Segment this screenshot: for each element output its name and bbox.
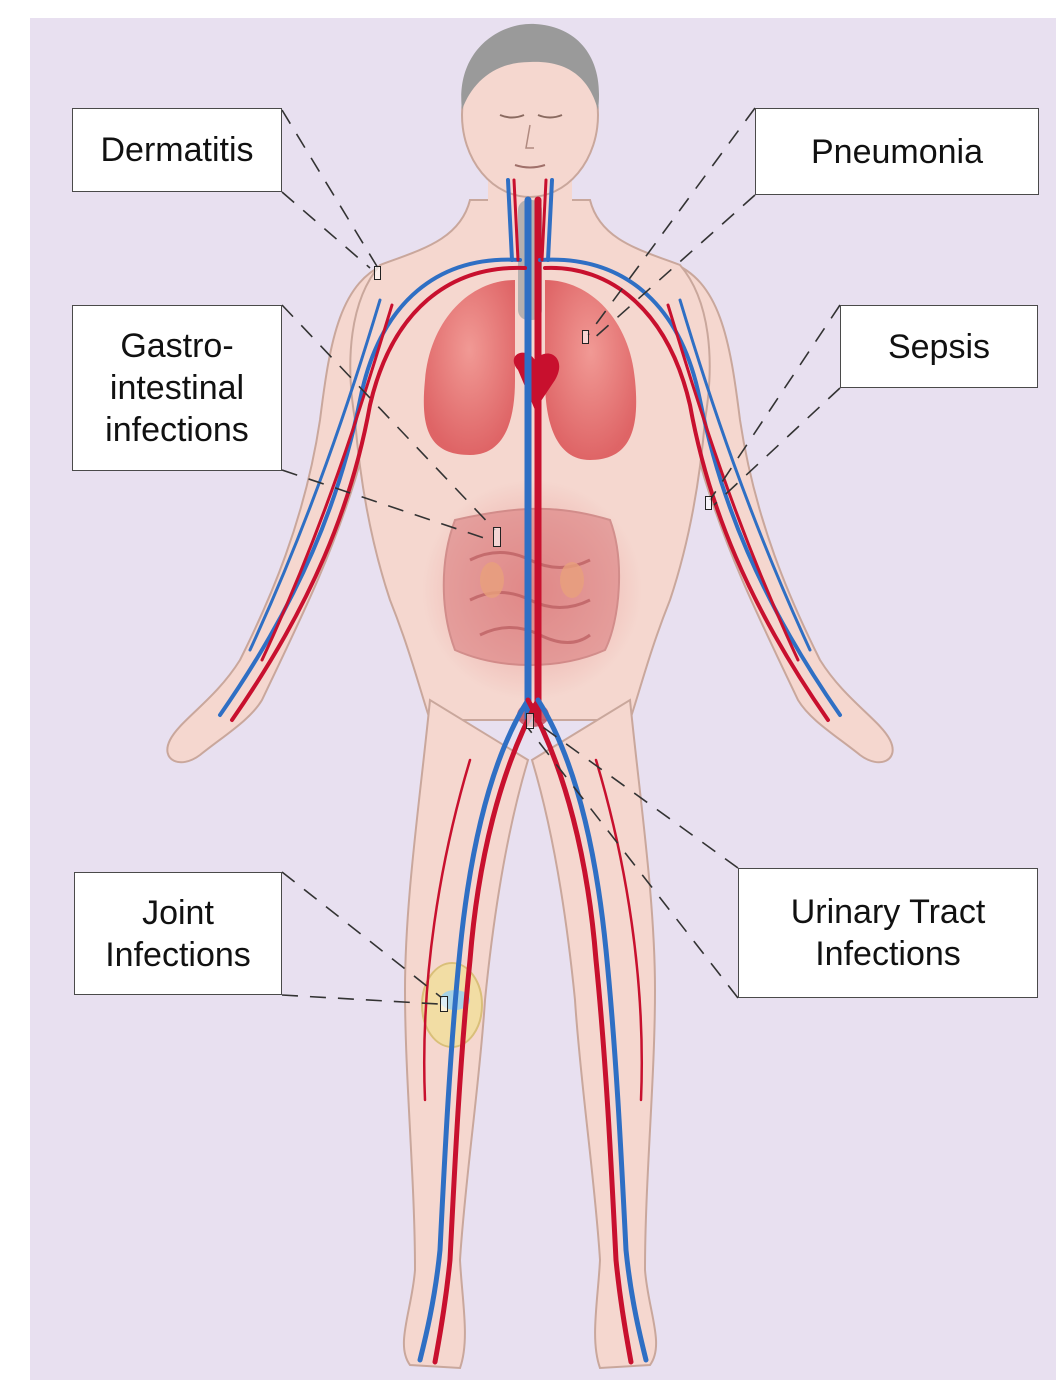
sepsis-text: Sepsis xyxy=(888,326,990,368)
joint-marker xyxy=(440,996,448,1012)
urinary-tract-label: Urinary Tract Infections xyxy=(738,868,1038,998)
sepsis-label: Sepsis xyxy=(840,305,1038,388)
gastrointestinal-label: Gastro- intestinal infections xyxy=(72,305,282,471)
sepsis-marker xyxy=(705,496,712,510)
joint-infections-label: Joint Infections xyxy=(74,872,282,995)
dermatitis-label: Dermatitis xyxy=(72,108,282,192)
pneumonia-text: Pneumonia xyxy=(811,131,983,173)
urinary-marker xyxy=(526,713,534,729)
gastrointestinal-text: Gastro- intestinal infections xyxy=(105,325,249,451)
blood-vessels xyxy=(220,180,840,1362)
joint-infections-text: Joint Infections xyxy=(105,892,251,976)
urinary-tract-text: Urinary Tract Infections xyxy=(791,891,986,975)
gi-marker xyxy=(493,527,501,547)
pneumonia-label: Pneumonia xyxy=(755,108,1039,195)
dermatitis-marker xyxy=(374,266,381,280)
pneumonia-marker xyxy=(582,330,589,344)
dermatitis-text: Dermatitis xyxy=(100,129,253,171)
